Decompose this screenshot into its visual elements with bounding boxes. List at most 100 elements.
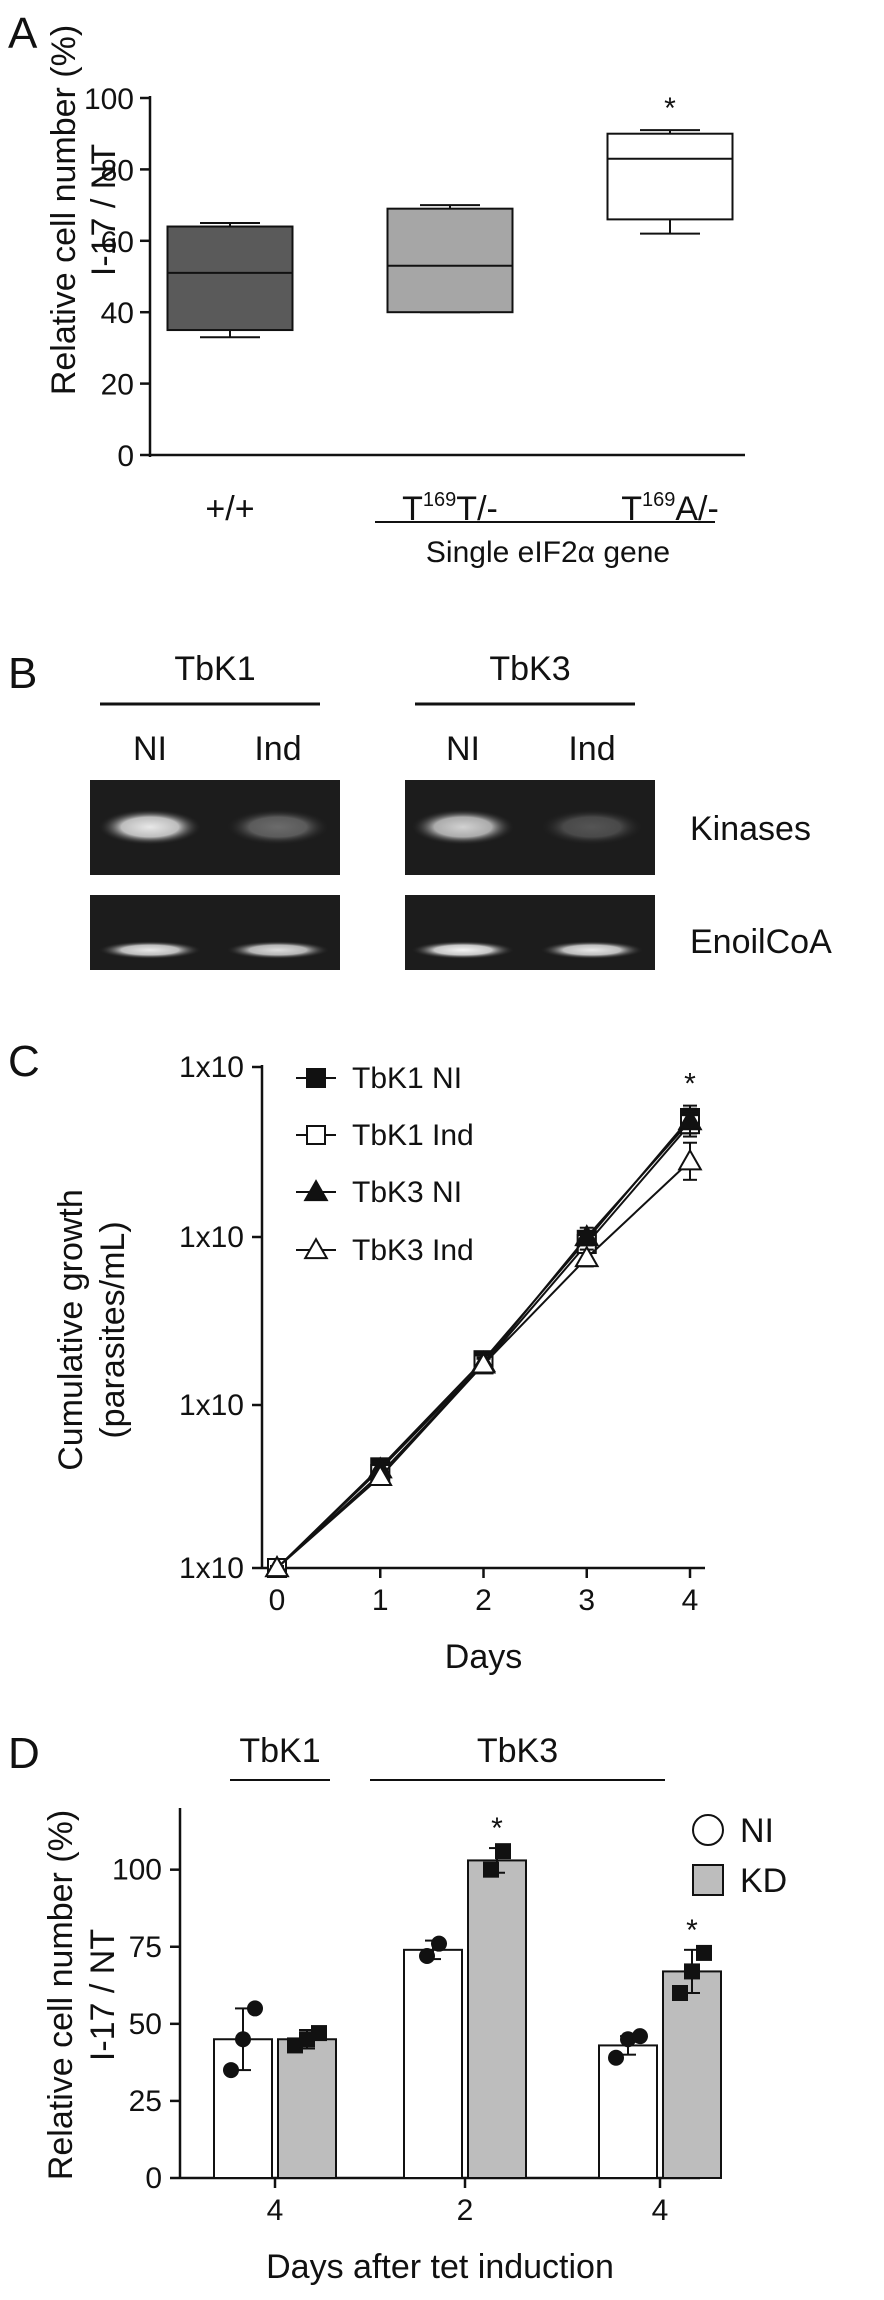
y-axis-title-2: I-17 / NT bbox=[84, 1929, 122, 2061]
x-tick-label: 4 bbox=[652, 2194, 669, 2227]
gel-band bbox=[540, 809, 644, 845]
data-point bbox=[470, 1351, 497, 1374]
data-point bbox=[684, 1963, 700, 1980]
significance-marker: * bbox=[664, 92, 676, 125]
x-tick-label: 4 bbox=[267, 2194, 284, 2227]
legend-label: TbK3 NI bbox=[352, 1176, 462, 1209]
box bbox=[166, 225, 294, 332]
group-label: TbK3 bbox=[477, 1732, 558, 1770]
significance-marker: * bbox=[686, 1914, 698, 1947]
y-tick-label: 1x10 bbox=[179, 1221, 244, 1254]
data-point bbox=[495, 1843, 511, 1860]
gel-lane-label: NI bbox=[133, 730, 167, 768]
y-tick-label: 60 bbox=[101, 226, 134, 259]
panel-label-c: C bbox=[8, 1037, 40, 1086]
y-tick-label: 80 bbox=[101, 154, 134, 187]
data-point bbox=[672, 1985, 688, 2001]
y-tick-label: 100 bbox=[84, 83, 134, 116]
data-point bbox=[264, 1555, 290, 1578]
gel-band bbox=[226, 941, 330, 959]
box bbox=[386, 207, 514, 314]
bar-kd bbox=[662, 1970, 722, 2179]
x-tick-label: 2 bbox=[457, 2194, 474, 2227]
gel-lane-label: Ind bbox=[568, 730, 615, 768]
data-point bbox=[419, 1948, 435, 1964]
legend-swatch bbox=[692, 1814, 724, 1846]
y-tick-label: 40 bbox=[101, 297, 134, 330]
gel-group-label: TbK1 bbox=[174, 650, 255, 688]
y-tick-label: 0 bbox=[145, 2162, 162, 2195]
group-label: Single eIF2α gene bbox=[426, 536, 670, 569]
data-point bbox=[677, 1108, 703, 1131]
gel-lane-label: NI bbox=[446, 730, 480, 768]
legend-label: KD bbox=[740, 1862, 787, 1900]
y-axis-title: Relative cell number (%) bbox=[42, 1810, 80, 2180]
line-chart-c: C 1x10 1x10 1x10 1x10 0 1 2 3 4 TbK1 NI TbK1 IndTb… bbox=[8, 1037, 705, 1676]
series-line bbox=[276, 1120, 691, 1569]
y-axis-title: Cumulative growth bbox=[52, 1189, 90, 1471]
panel-label-b: B bbox=[8, 649, 37, 698]
significance-marker: * bbox=[684, 1068, 696, 1101]
series-tbk1-ind bbox=[267, 1110, 700, 1578]
box bbox=[606, 132, 734, 221]
series-tbk1-ni bbox=[267, 1104, 700, 1578]
data-point bbox=[306, 1068, 326, 1088]
data-point bbox=[431, 1935, 447, 1952]
y-tick-label: 1x10 bbox=[179, 1552, 244, 1585]
data-point bbox=[483, 1861, 499, 1878]
y-tick-label: 100 bbox=[112, 1854, 162, 1887]
legend-swatch bbox=[692, 1864, 724, 1896]
legend-label: NI bbox=[740, 1812, 774, 1850]
y-tick-label: 0 bbox=[117, 440, 134, 473]
legend-label: TbK3 Ind bbox=[352, 1234, 474, 1267]
y-tick-label: 50 bbox=[129, 2008, 162, 2041]
gel-lane-label: Ind bbox=[254, 730, 301, 768]
x-axis-title: Days after tet induction bbox=[266, 2248, 614, 2286]
data-point bbox=[574, 1224, 600, 1247]
data-point bbox=[303, 1179, 329, 1202]
gel-band bbox=[411, 941, 515, 959]
bar-kd bbox=[467, 1859, 527, 2180]
gel-row-label: EnoilCoA bbox=[690, 923, 832, 961]
data-point bbox=[235, 2031, 251, 2048]
panel-label-d: D bbox=[8, 1729, 40, 1778]
gel-band bbox=[226, 809, 330, 845]
gel-band bbox=[411, 809, 515, 845]
y-axis-title-2: I-17 / NT bbox=[85, 144, 123, 276]
x-tick-label: 4 bbox=[682, 1584, 699, 1617]
series-tbk3-ni bbox=[264, 1107, 703, 1578]
data-point bbox=[677, 1148, 703, 1171]
x-tick-label: 3 bbox=[578, 1584, 595, 1617]
y-tick-label: 75 bbox=[129, 1931, 162, 1964]
series-line bbox=[276, 1117, 691, 1569]
x-axis-title: Days bbox=[445, 1638, 522, 1676]
y-tick-label: 1x10 bbox=[179, 1051, 244, 1084]
group-label: TbK1 bbox=[239, 1732, 320, 1770]
x-tick-label: 1 bbox=[372, 1584, 389, 1617]
data-point bbox=[306, 1125, 326, 1145]
legend-label: TbK1 Ind bbox=[352, 1119, 474, 1152]
gel-band bbox=[98, 941, 202, 959]
y-tick-label: 1x10 bbox=[179, 1389, 244, 1422]
y-tick-label: 20 bbox=[101, 369, 134, 402]
data-point bbox=[632, 2028, 648, 2045]
data-point bbox=[608, 2049, 624, 2066]
bar-ni bbox=[598, 2044, 658, 2179]
gel-image bbox=[405, 895, 655, 970]
y-axis-title-2: (parasites/mL) bbox=[94, 1221, 132, 1438]
x-tick-label: 2 bbox=[475, 1584, 492, 1617]
gel-image bbox=[90, 895, 340, 970]
y-tick-label: 25 bbox=[129, 2085, 162, 2118]
data-point bbox=[223, 2062, 239, 2079]
legend-label: TbK1 NI bbox=[352, 1062, 462, 1095]
x-tick-label: 0 bbox=[269, 1584, 286, 1617]
data-point bbox=[367, 1464, 393, 1487]
data-point bbox=[574, 1245, 600, 1268]
gel-band bbox=[540, 941, 644, 959]
y-axis-title: Relative cell number (%) bbox=[45, 25, 83, 395]
